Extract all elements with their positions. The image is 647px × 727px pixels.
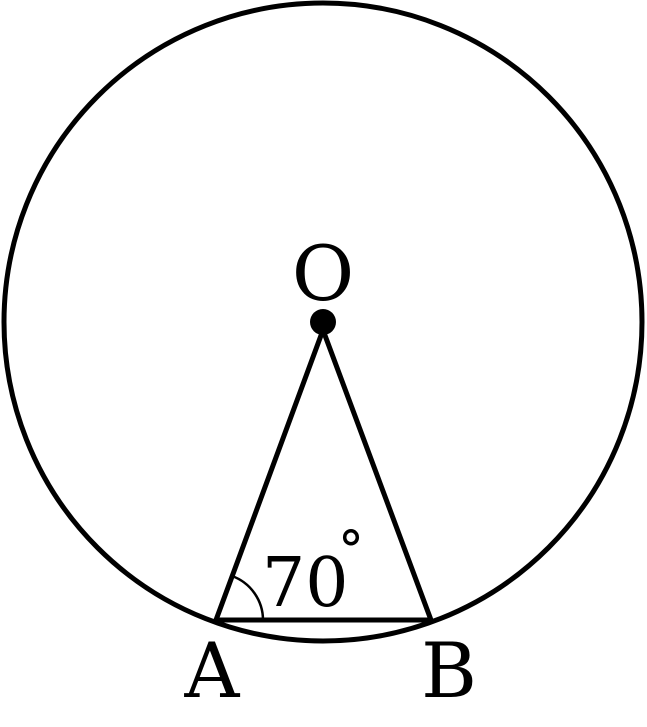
degree-symbol: ° — [338, 521, 364, 581]
segment-oa — [213, 327, 326, 623]
label-point-b: B — [421, 626, 477, 715]
center-point — [310, 309, 336, 335]
label-center-o: O — [292, 229, 354, 318]
circle — [1, 0, 645, 644]
angle-arc-a — [231, 574, 265, 621]
segment-ob — [320, 327, 434, 623]
label-point-a: A — [184, 626, 241, 715]
angle-value-label: 70 — [262, 544, 349, 623]
